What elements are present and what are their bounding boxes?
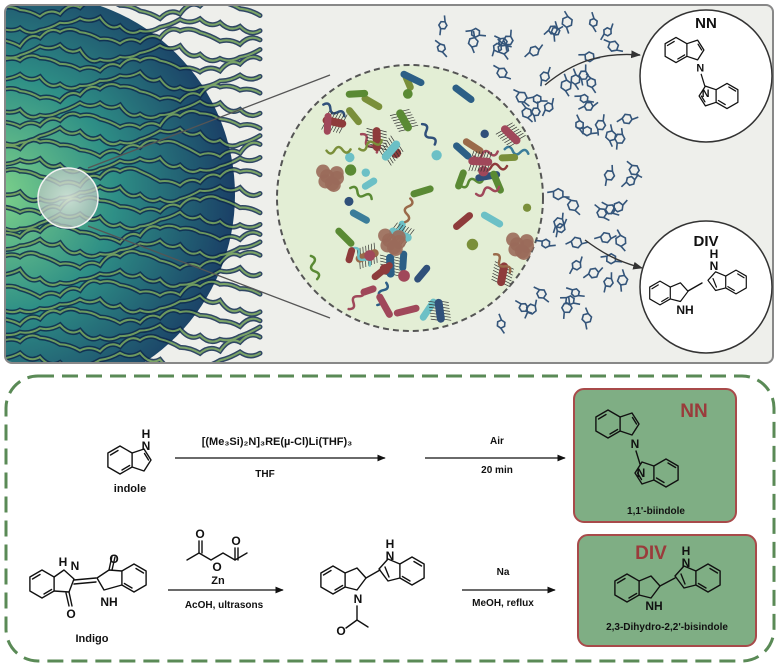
div-product-circle [639, 220, 773, 354]
svg-text:O: O [231, 534, 240, 548]
svg-text:NH: NH [645, 599, 662, 613]
intermediate-structure: N O H N [320, 537, 425, 638]
reaction1-time: 20 min [481, 465, 513, 476]
svg-text:O: O [336, 624, 345, 638]
reaction2-conditions1: AcOH, ultrasons [185, 600, 264, 611]
svg-text:H: H [682, 544, 691, 558]
reaction1-solvent: THF [255, 469, 274, 480]
secreted-metabolites [434, 10, 643, 334]
reaction1-catalyst: [(Me₃Si)₂N]₃RE(µ-Cl)Li(THF)₃ [202, 436, 353, 448]
div-circle-title: DIV [693, 233, 718, 250]
nn-box-title: NN [680, 401, 707, 422]
svg-text:H: H [386, 537, 395, 551]
svg-text:N: N [696, 63, 704, 75]
svg-text:N: N [631, 437, 640, 451]
indole-structure: H N [107, 427, 152, 475]
svg-text:O: O [195, 527, 204, 541]
div-structure-bottom: NH H N [614, 544, 721, 613]
div-box-title: DIV [635, 543, 667, 564]
svg-text:N: N [637, 466, 646, 480]
nn-circle-title: NN [695, 15, 717, 32]
svg-text:O: O [212, 560, 221, 574]
reaction2-conditions2: MeOH, reflux [472, 598, 534, 609]
acetic-anhydride-structure: O O O [186, 527, 248, 574]
svg-text:NH: NH [100, 595, 117, 609]
div-product-box [577, 534, 757, 647]
svg-text:NH: NH [676, 303, 693, 317]
nn-structure-top: N N [664, 36, 710, 100]
svg-text:N: N [386, 549, 395, 563]
div-structure-top: NH H N [649, 247, 747, 317]
svg-text:N: N [710, 259, 719, 273]
zinc-reagent: Zn [211, 575, 225, 587]
svg-text:H: H [59, 555, 68, 569]
magnifier-lens [37, 167, 99, 229]
indole-label: indole [114, 483, 146, 495]
nn-product-box [573, 388, 737, 523]
svg-text:N: N [702, 88, 710, 100]
reaction1-oxidant: Air [490, 436, 504, 447]
svg-text:N: N [682, 556, 691, 570]
svg-text:N: N [71, 559, 80, 573]
nn-structure-bottom: N N [595, 409, 646, 480]
biindole-label: 1,1'-biindole [627, 506, 685, 517]
nn-product-circle [639, 9, 773, 143]
svg-text:N: N [354, 592, 363, 606]
svg-text:O: O [109, 552, 118, 566]
svg-text:O: O [66, 607, 75, 621]
svg-text:H: H [710, 247, 719, 261]
svg-text:H: H [142, 427, 151, 441]
svg-text:N: N [142, 439, 151, 453]
bacteria-cells [309, 70, 534, 323]
indigo-label: Indigo [76, 633, 109, 645]
indigo-structure: H N O O NH [29, 552, 147, 621]
reaction2-base: Na [497, 567, 510, 578]
bisindole-label: 2,3-Dihydro-2,2'-bisindole [606, 622, 728, 633]
